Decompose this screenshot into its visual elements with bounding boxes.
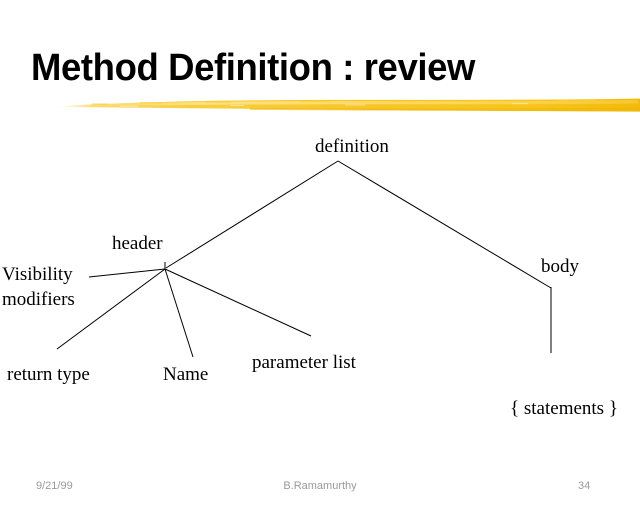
node-label-statements: { statements } bbox=[510, 398, 618, 419]
node-label-parameter-list: parameter list bbox=[252, 352, 356, 373]
edge-definition-body bbox=[337, 160, 552, 289]
footer-page-number: 34 bbox=[578, 480, 591, 492]
node-label-return-type: return type bbox=[7, 364, 90, 385]
node-label-body: body bbox=[541, 256, 579, 277]
method-definition-tree-diagram: definition header Visibility modifiers b… bbox=[2, 136, 618, 419]
page-title: Method Definition : review bbox=[31, 47, 476, 89]
footer-author: B.Ramamurthy bbox=[283, 480, 357, 492]
diagram-connector-lines bbox=[56, 160, 552, 358]
node-label-visibility-line2: modifiers bbox=[2, 289, 75, 310]
node-label-definition: definition bbox=[315, 136, 389, 157]
node-label-header: header bbox=[112, 233, 163, 254]
edge-definition-header bbox=[165, 160, 339, 269]
edge-header-visibility bbox=[88, 268, 166, 278]
slide-footer: 9/21/99 B.Ramamurthy 34 bbox=[0, 478, 640, 500]
edge-header-returntype bbox=[56, 268, 166, 350]
edge-header-paramlist bbox=[164, 268, 312, 337]
node-label-visibility-modifiers: Visibility modifiers bbox=[2, 262, 75, 312]
node-label-name: Name bbox=[163, 364, 209, 385]
edge-header-name bbox=[164, 268, 194, 358]
node-label-visibility-line1: Visibility bbox=[2, 264, 73, 285]
footer-date: 9/21/99 bbox=[36, 480, 73, 492]
